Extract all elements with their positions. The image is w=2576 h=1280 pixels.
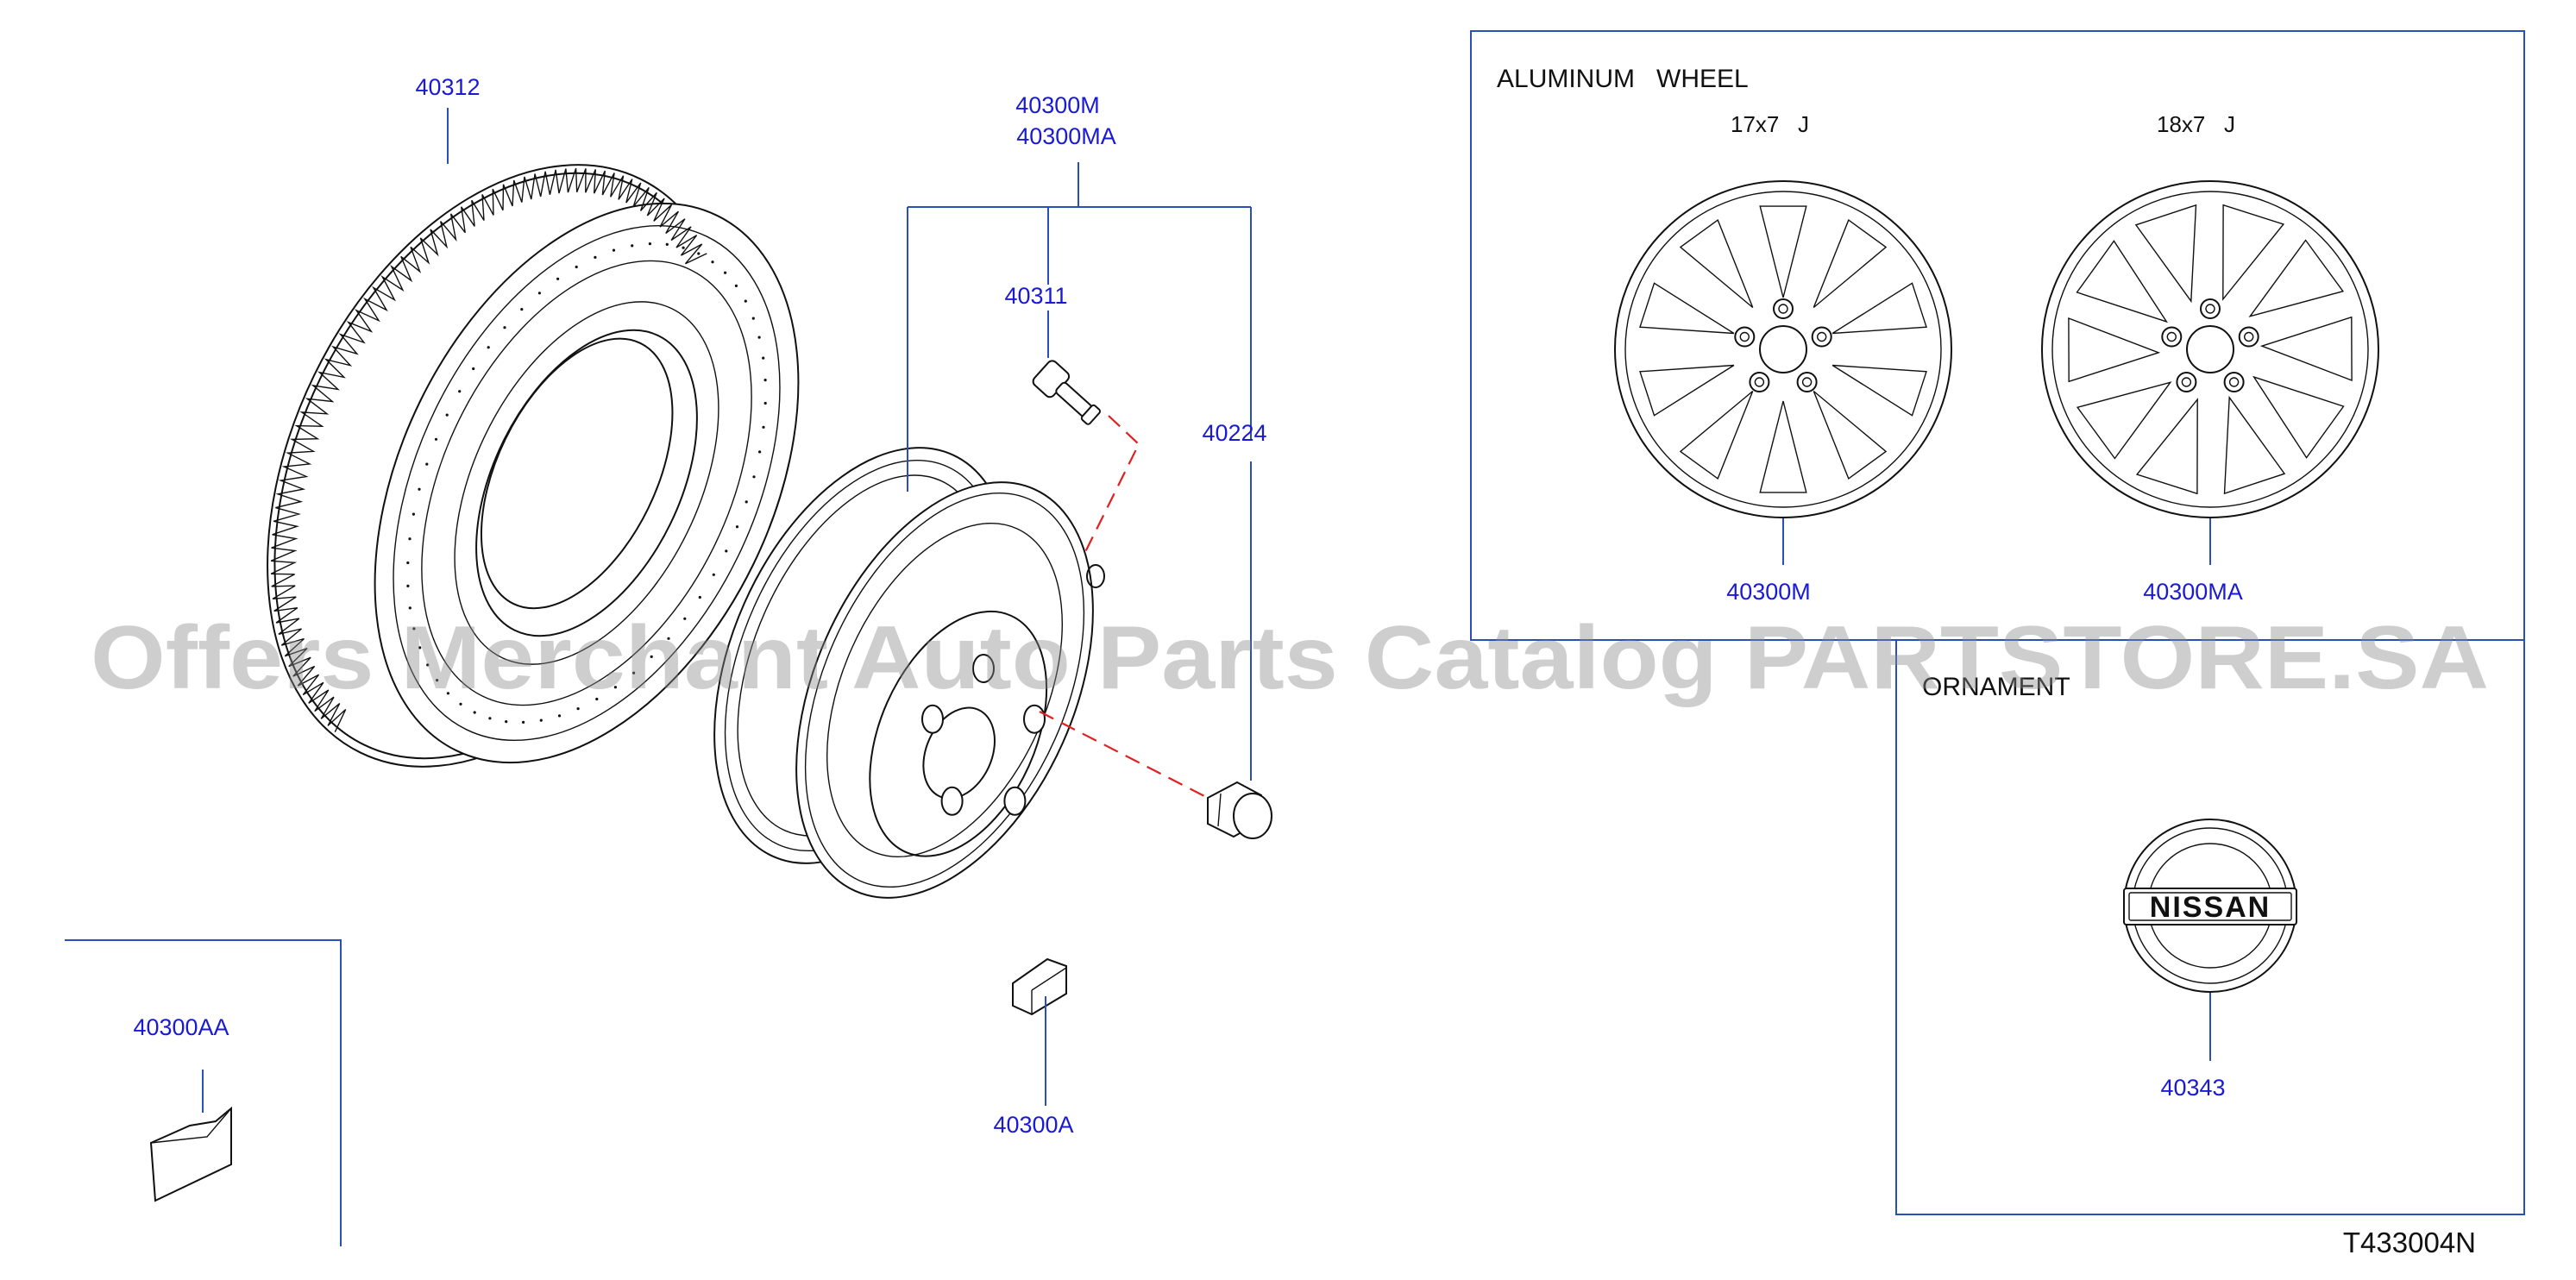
ornament-title: ORNAMENT	[1922, 673, 2070, 701]
label-40300aa[interactable]: 40300AA	[133, 1014, 229, 1040]
alt-weight-frame	[65, 939, 342, 1246]
label-40300m-alloy[interactable]: 40300M	[1726, 579, 1811, 605]
diagram-code: T433004N	[2343, 1227, 2476, 1258]
size-18-label: 18x7 J	[2157, 111, 2235, 137]
valve-stem-icon	[1032, 360, 1101, 425]
label-40300a[interactable]: 40300A	[993, 1112, 1073, 1138]
label-40224[interactable]: 40224	[1202, 420, 1266, 446]
wheel-nut-icon	[1207, 781, 1272, 839]
alt-balance-weight-icon	[149, 1106, 232, 1202]
size-17-label: 17x7 J	[1731, 111, 1809, 137]
ornament-box	[1895, 640, 2525, 1215]
nissan-ornament-icon	[2123, 819, 2297, 993]
aluminum-wheel-box	[1470, 30, 2525, 641]
aluminum-wheel-title: ALUMINUM WHEEL	[1497, 65, 1749, 93]
valve-dashed-line	[1084, 415, 1140, 553]
nissan-logo-text: NISSAN	[2150, 891, 2271, 924]
tire-drawing	[267, 164, 800, 768]
label-40300m-top[interactable]: 40300M	[1015, 92, 1100, 118]
label-40300ma-alloy[interactable]: 40300MA	[2143, 579, 2243, 605]
label-40311[interactable]: 40311	[1004, 283, 1067, 309]
leader-lines	[202, 108, 2211, 1113]
nut-dashed-line	[1039, 711, 1209, 799]
alloy-wheel-17-icon	[1614, 180, 1952, 518]
watermark: Offers Merchant Auto Parts Catalog PARTS…	[91, 608, 2489, 708]
label-40300ma-top[interactable]: 40300MA	[1016, 123, 1116, 149]
alloy-wheel-18-icon	[2041, 180, 2379, 518]
balance-weight-icon	[1012, 957, 1067, 1016]
label-40312[interactable]: 40312	[415, 74, 480, 100]
steel-wheel-drawing	[713, 447, 1105, 899]
label-40343[interactable]: 40343	[2160, 1075, 2225, 1101]
